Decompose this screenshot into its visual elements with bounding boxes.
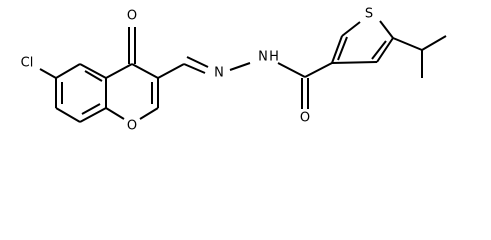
bond-cl [39, 68, 57, 79]
isopropyl-group [392, 35, 447, 78]
bond [337, 36, 348, 61]
chemical-structure-diagram: Cl O O N N H O [21, 7, 447, 134]
atom-sulfur: S [365, 7, 373, 22]
atom-oxygen-amide: O [300, 111, 310, 126]
bond [379, 20, 394, 39]
bond [331, 61, 378, 64]
bond-n-c [277, 62, 306, 78]
bond-imine [183, 63, 206, 74]
bond [81, 103, 101, 115]
bond [376, 37, 394, 63]
benzene-ring [55, 63, 107, 123]
atom-oxygen-ring: O [127, 119, 137, 134]
bond-n-n [229, 62, 251, 71]
atom-nitrogen-imine: N [214, 66, 224, 81]
structure-canvas: Cl O O N N H O [20, 6, 447, 134]
atom-chlorine: Cl [21, 56, 34, 71]
thiophene-ring [304, 20, 394, 78]
bond [392, 37, 423, 51]
atom-oxygen-keto: O [127, 9, 137, 24]
bond [105, 107, 125, 120]
bond [105, 63, 133, 79]
atom-nitrogen-amide: N [258, 50, 268, 65]
pyranone-ring [105, 63, 159, 120]
bond [79, 63, 107, 79]
bond [55, 63, 81, 79]
bond [421, 35, 447, 51]
atom-hydrogen-amide: H [269, 50, 279, 65]
bond [331, 35, 343, 64]
bond [79, 107, 107, 123]
bond-vinyl [157, 63, 185, 79]
bond [84, 70, 103, 82]
bond [139, 107, 159, 120]
bond [304, 62, 333, 78]
bond [341, 21, 361, 37]
bond-imine [186, 56, 209, 68]
bond [371, 40, 387, 60]
bond [131, 63, 159, 79]
bond [55, 107, 81, 123]
